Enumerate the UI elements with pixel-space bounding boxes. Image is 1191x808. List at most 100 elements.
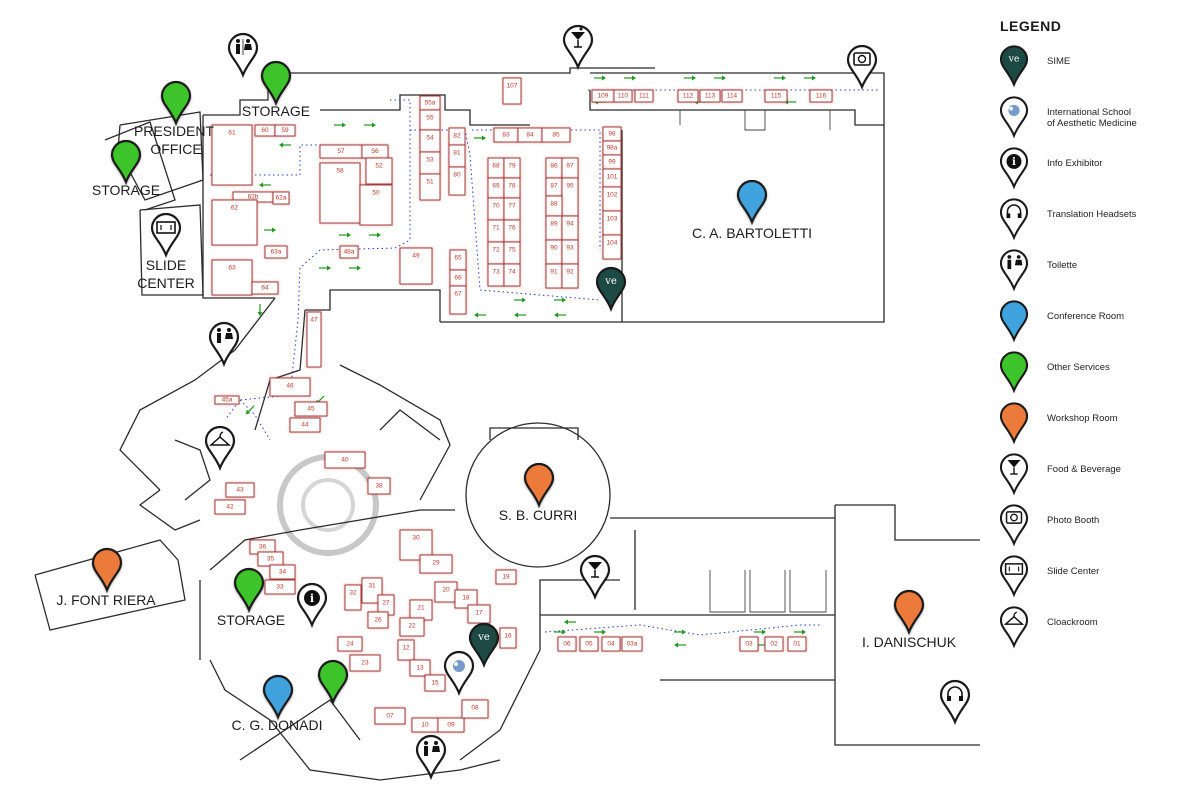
booth-110[interactable] bbox=[613, 89, 633, 103]
booth-46[interactable] bbox=[269, 377, 311, 397]
booth-90[interactable] bbox=[545, 239, 563, 265]
booth-18[interactable] bbox=[454, 589, 478, 609]
booth-29[interactable] bbox=[419, 554, 453, 574]
cocktail-icon[interactable] bbox=[562, 24, 594, 69]
services-pin-icon[interactable] bbox=[317, 659, 349, 704]
slide-center-icon[interactable] bbox=[150, 212, 182, 257]
booth-74[interactable] bbox=[503, 263, 521, 287]
workshop-pin-icon[interactable] bbox=[523, 462, 555, 507]
booth-03a[interactable] bbox=[621, 636, 643, 652]
flow-arrow bbox=[714, 75, 726, 81]
conference-pin-icon[interactable] bbox=[736, 179, 768, 224]
booth-80[interactable] bbox=[448, 166, 466, 196]
toilet-icon[interactable] bbox=[227, 32, 259, 77]
booth-89[interactable] bbox=[545, 215, 563, 241]
booth-58[interactable] bbox=[319, 162, 361, 224]
booth-48a[interactable] bbox=[339, 245, 359, 259]
flow-arrow bbox=[624, 75, 636, 81]
booth-85[interactable] bbox=[541, 127, 571, 143]
services-pin-icon[interactable] bbox=[260, 60, 292, 105]
booth-92[interactable] bbox=[561, 263, 579, 289]
cocktail-icon[interactable] bbox=[579, 554, 611, 599]
booth-104[interactable] bbox=[602, 234, 622, 260]
booth-43[interactable] bbox=[225, 482, 255, 498]
label-font-riera: J. FONT RIERA bbox=[56, 592, 156, 608]
booth-113[interactable] bbox=[699, 89, 721, 103]
booth-26[interactable] bbox=[367, 611, 389, 629]
booth-111[interactable] bbox=[634, 89, 654, 103]
booth-number: 29 bbox=[432, 560, 440, 567]
booth-62[interactable] bbox=[211, 199, 258, 246]
booth-63[interactable] bbox=[211, 259, 253, 296]
booth-04[interactable] bbox=[601, 636, 621, 652]
booth-number: 16 bbox=[504, 633, 512, 640]
booth-06[interactable] bbox=[557, 636, 577, 652]
booth-91[interactable] bbox=[545, 263, 563, 289]
booth-17[interactable] bbox=[467, 604, 491, 624]
booth-33[interactable] bbox=[264, 579, 296, 595]
booth-32[interactable] bbox=[344, 584, 362, 611]
info-icon[interactable]: i bbox=[296, 582, 328, 627]
sime-logo-icon[interactable]: ve bbox=[468, 622, 500, 667]
booth-05[interactable] bbox=[579, 636, 599, 652]
booth-61[interactable] bbox=[211, 124, 253, 186]
booth-number: 32 bbox=[349, 590, 357, 597]
booth-107[interactable] bbox=[502, 77, 522, 105]
booth-number: 99 bbox=[608, 159, 616, 166]
booth-03[interactable] bbox=[739, 636, 759, 652]
booth-01[interactable] bbox=[787, 636, 807, 652]
booth-103[interactable] bbox=[602, 210, 622, 236]
booth-64[interactable] bbox=[251, 281, 279, 295]
booth-47[interactable] bbox=[306, 311, 322, 368]
booth-63a[interactable] bbox=[264, 245, 288, 259]
booth-116[interactable] bbox=[809, 89, 833, 103]
booth-24[interactable] bbox=[337, 636, 363, 652]
booth-49[interactable] bbox=[399, 247, 433, 285]
booth-07[interactable] bbox=[374, 707, 406, 725]
booth-34[interactable] bbox=[269, 564, 296, 580]
services-pin-icon[interactable] bbox=[233, 567, 265, 612]
sime-logo-icon[interactable]: ve bbox=[595, 266, 627, 311]
booth-02[interactable] bbox=[764, 636, 784, 652]
booth-13[interactable] bbox=[409, 659, 431, 677]
headset-icon[interactable] bbox=[939, 679, 971, 724]
booth-115[interactable] bbox=[764, 89, 788, 103]
booth-51[interactable] bbox=[419, 173, 441, 201]
booth-114[interactable] bbox=[721, 89, 743, 103]
flow-arrow bbox=[264, 227, 276, 233]
booth-19[interactable] bbox=[495, 569, 517, 585]
workshop-pin-icon[interactable] bbox=[91, 547, 123, 592]
booth-40[interactable] bbox=[324, 451, 366, 469]
aesthetic-school-logo-icon[interactable] bbox=[443, 650, 475, 695]
conference-pin-icon[interactable] bbox=[262, 674, 294, 719]
services-pin-icon[interactable] bbox=[110, 139, 142, 184]
booth-31[interactable] bbox=[361, 577, 383, 604]
hanger-icon[interactable] bbox=[204, 425, 236, 470]
booth-94[interactable] bbox=[561, 215, 579, 241]
booth-45[interactable] bbox=[294, 401, 328, 417]
booth-45a[interactable] bbox=[214, 395, 240, 405]
booth-38[interactable] bbox=[367, 477, 391, 495]
booth-09[interactable] bbox=[437, 717, 465, 733]
booth-16[interactable] bbox=[499, 627, 517, 649]
booth-number: 48a bbox=[344, 249, 355, 256]
booth-12[interactable] bbox=[397, 639, 415, 661]
booth-52[interactable] bbox=[365, 157, 393, 185]
booth-15[interactable] bbox=[424, 674, 446, 692]
booth-59[interactable] bbox=[274, 124, 296, 137]
booth-112[interactable] bbox=[677, 89, 699, 103]
toilet-icon[interactable] bbox=[415, 734, 447, 779]
booth-22[interactable] bbox=[399, 617, 425, 637]
booth-08[interactable] bbox=[461, 699, 489, 719]
booth-67[interactable] bbox=[449, 285, 467, 315]
camera-icon[interactable] bbox=[846, 44, 878, 89]
booth-44[interactable] bbox=[289, 417, 321, 433]
booth-62a[interactable] bbox=[272, 191, 290, 205]
booth-93[interactable] bbox=[561, 239, 579, 265]
booth-23[interactable] bbox=[349, 654, 381, 672]
booth-42[interactable] bbox=[214, 499, 246, 515]
workshop-pin-icon[interactable] bbox=[893, 589, 925, 634]
toilet-icon[interactable] bbox=[208, 321, 240, 366]
booth-102[interactable] bbox=[602, 186, 622, 212]
booth-50[interactable] bbox=[359, 184, 393, 226]
